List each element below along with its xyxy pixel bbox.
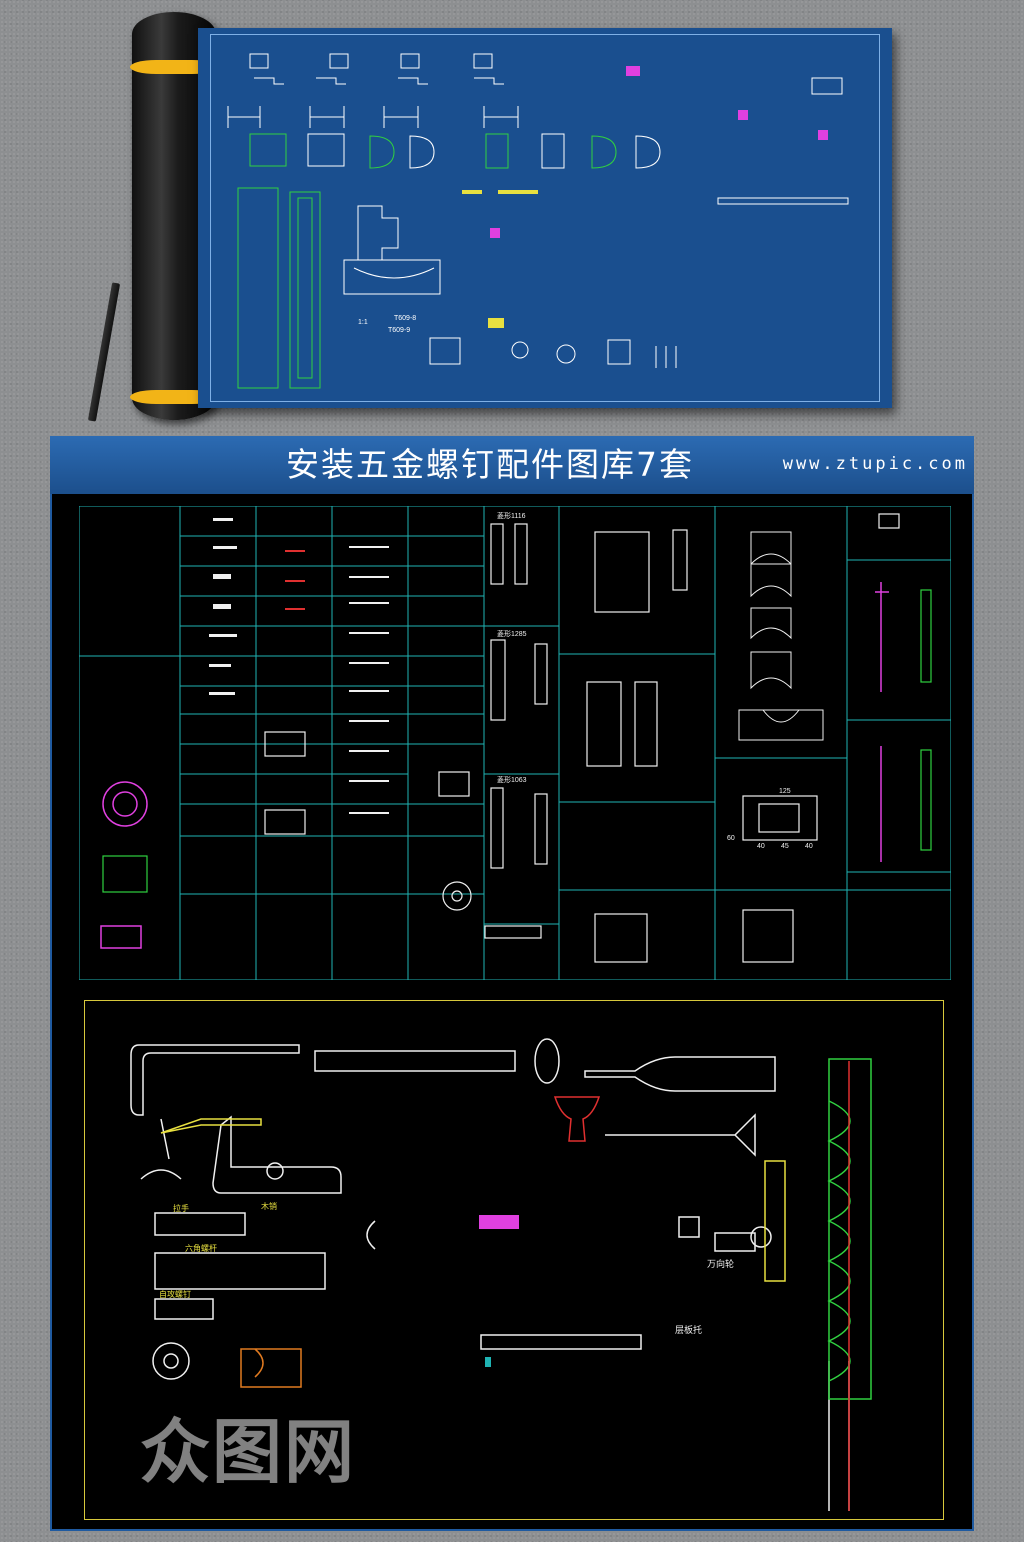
hardware-library-drawings: 万向轮 层板托 拉手 木销 六角螺杆 自攻螺钉 (130, 1038, 872, 1511)
dim-label-60: 60 (727, 835, 735, 842)
dim-label-40b: 40 (805, 843, 813, 850)
blueprint-sheet: 1:1 T609-9 T609-8 (198, 28, 892, 408)
dim-label-45: 45 (781, 843, 789, 850)
cad-parts-table: 菱形1116 菱形1285 菱形1063 125 60 40 45 40 (79, 506, 951, 980)
blueprint-scale-label: 1:1 (358, 319, 368, 326)
label-table-hex-bolt: 六角螺杆 (185, 1243, 217, 1253)
label-table-dowel: 木销 (261, 1201, 277, 1211)
table-label-1063: 菱形1063 (497, 775, 527, 784)
pencil-icon (87, 282, 121, 422)
site-watermark: 众图网 (98, 1396, 398, 1496)
table-label-1116: 菱形1116 (497, 511, 526, 520)
roll-band-bottom (130, 390, 218, 404)
blueprint-drawings: 1:1 T609-9 T609-8 (227, 53, 849, 389)
label-table-tapping-screw: 自攻螺钉 (159, 1289, 191, 1299)
hardware-library-frame: 万向轮 层板托 拉手 木销 六角螺杆 自攻螺钉 (84, 1000, 944, 1520)
title-banner (50, 436, 974, 494)
page-title: 安装五金螺钉配件图库7套 (286, 445, 694, 484)
label-caster-wheel: 万向轮 (707, 1258, 734, 1269)
site-url: www.ztupic.com (782, 454, 968, 474)
dim-label-125: 125 (779, 788, 791, 795)
roll-band-top (130, 60, 218, 74)
dim-label-40a: 40 (757, 843, 765, 850)
blueprint-drawing-ref: T609-8 (394, 315, 416, 322)
blueprint-frame (210, 34, 880, 402)
blueprint-drawing-no: T609-9 (388, 327, 410, 334)
label-shelf-support: 层板托 (675, 1324, 702, 1335)
watermark-text: 众图网 (140, 1410, 356, 1493)
label-table-handle: 拉手 (173, 1203, 189, 1213)
table-label-1285: 菱形1285 (497, 629, 527, 638)
